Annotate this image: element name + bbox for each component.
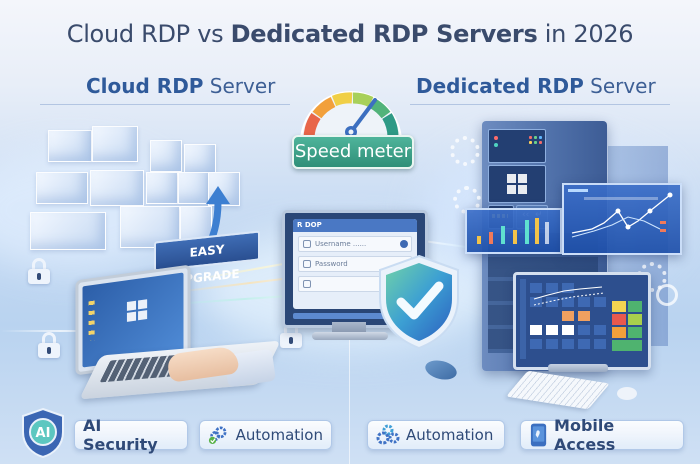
login-window-titlebar: R DOP [293, 219, 417, 232]
server-unit [488, 129, 546, 163]
page-title: Cloud RDP vs Dedicated RDP Servers in 20… [0, 20, 700, 48]
title-part: Cloud RDP [66, 20, 190, 48]
server-unit [488, 165, 546, 203]
feature-automation-right[interactable]: Automation [367, 420, 505, 450]
line-chart-icon [568, 189, 673, 238]
feature-label: Automation [406, 426, 494, 444]
dashboard-stand [548, 364, 608, 372]
feature-mobile-access[interactable]: Mobile Access [520, 416, 684, 454]
username-placeholder: Username ...... [315, 240, 367, 248]
light-streak [0, 330, 120, 332]
lock-icon [38, 332, 60, 358]
center-divider [349, 330, 350, 464]
gears-icon [656, 284, 678, 306]
bar-chart-icon [477, 218, 549, 244]
speed-meter-button[interactable]: Speed meter [292, 135, 414, 169]
computer-mouse [423, 357, 459, 383]
shield-check-icon [379, 254, 459, 350]
windows-logo-icon [126, 299, 148, 322]
heading-light: Server [583, 74, 656, 98]
status-tiles [612, 301, 642, 351]
titlebar-title: DOP [304, 221, 322, 229]
title-part: in 2026 [537, 20, 634, 48]
rdp-login-window: R DOP Username ...... Password [293, 219, 417, 309]
password-placeholder: Password [315, 260, 348, 268]
line-chart-panel [562, 183, 682, 255]
feature-label: Automation [235, 426, 323, 444]
bar-chart-panel [465, 208, 562, 254]
windows-logo-icon [507, 174, 527, 194]
heading-underline [410, 104, 670, 105]
username-field[interactable]: Username ...... [298, 236, 412, 252]
gears-icon [376, 424, 400, 445]
computer-mouse [617, 387, 637, 400]
lock-icon [28, 258, 50, 284]
heading-light: Server [203, 74, 276, 98]
gears-check-icon [208, 426, 227, 445]
title-part: vs [189, 20, 231, 48]
monitor-foot [312, 332, 388, 340]
title-emphasis: Dedicated RDP Servers [230, 20, 538, 48]
taskbar [293, 313, 417, 319]
monitor-stand [332, 322, 366, 334]
field-icon [303, 280, 311, 288]
titlebar-prefix: R [297, 221, 303, 229]
dashboard-monitor [513, 272, 651, 370]
heading-underline [40, 104, 290, 105]
ai-shield-icon: AI [22, 408, 64, 458]
dedicated-rdp-heading: Dedicated RDP Server [416, 74, 656, 98]
dashboard-grid [530, 283, 606, 349]
cloud-rdp-heading: Cloud RDP Server [86, 74, 275, 98]
gear-icon [450, 136, 480, 166]
user-icon [303, 240, 311, 248]
heading-bold: Dedicated RDP [416, 74, 584, 98]
feature-ai-security[interactable]: AI Security [74, 416, 188, 454]
desktop-file-icons [88, 300, 95, 341]
connect-icon[interactable] [400, 240, 408, 248]
speedometer-icon [299, 91, 403, 142]
keyboard [506, 370, 610, 410]
svg-text:AI: AI [36, 426, 51, 441]
status-leds [529, 136, 542, 144]
key-icon [303, 260, 311, 268]
dashboard-sidebar [520, 279, 526, 359]
feature-automation-left[interactable]: Automation [199, 420, 332, 450]
mobile-phone-icon [530, 423, 547, 447]
heading-bold: Cloud RDP [86, 74, 204, 98]
feature-label: Mobile Access [554, 416, 616, 454]
feature-label: AI Security [83, 416, 158, 454]
